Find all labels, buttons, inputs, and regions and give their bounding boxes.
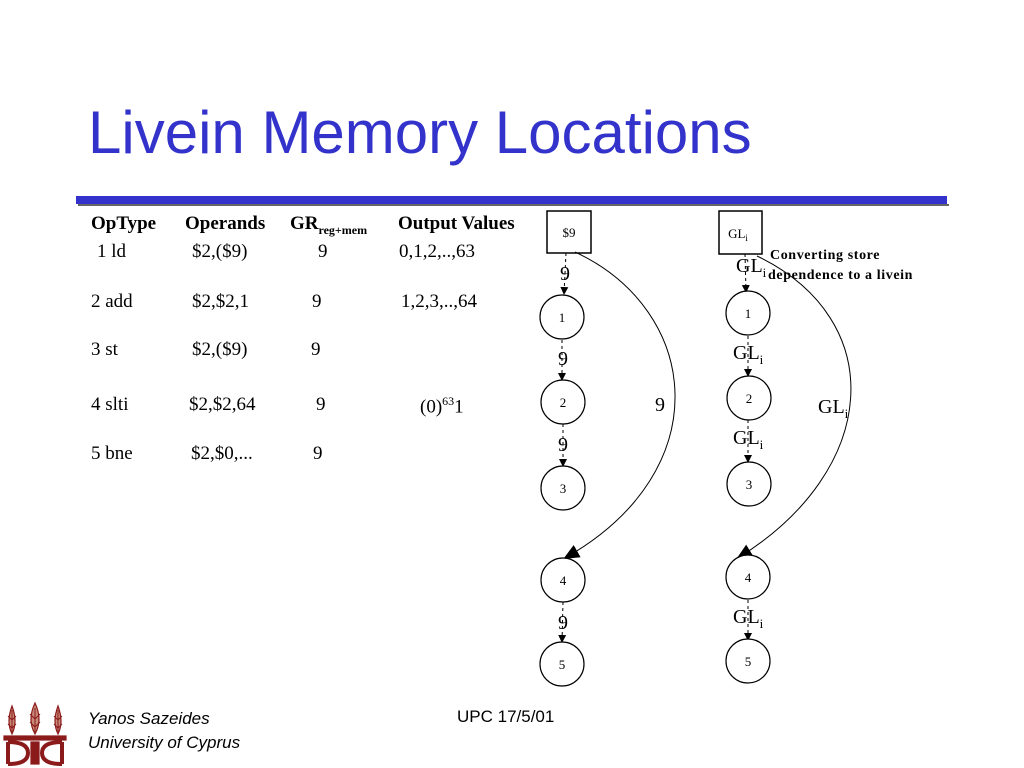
- row2-output: 1,2,3,..,64: [401, 291, 477, 312]
- right-node-5-label: 5: [745, 654, 752, 669]
- right-node-1: [725, 290, 771, 336]
- row1-gr: 9: [318, 241, 328, 262]
- right-edge-label-3: GLi: [733, 427, 764, 452]
- row5-optype: 5 bne: [91, 443, 133, 464]
- row2-gr: 9: [312, 291, 322, 312]
- row2-operands: $2,$2,1: [192, 291, 249, 312]
- left-node-2-label: 2: [560, 395, 567, 410]
- left-edge-label-1: 9: [560, 263, 570, 285]
- right-source-box: [718, 210, 763, 255]
- left-edge-label-3: 9: [558, 434, 568, 456]
- right-node-3: [726, 461, 772, 507]
- right-edge-label-2-text: GL: [733, 342, 760, 364]
- right-node-2-label: 2: [746, 391, 753, 406]
- left-node-2: [540, 379, 586, 425]
- left-edge-source-4: [563, 251, 676, 559]
- left-node-4: [540, 557, 586, 603]
- right-source-subscript: i: [745, 233, 748, 243]
- left-node-3-label: 3: [560, 481, 567, 496]
- left-edge-4-5: [558, 601, 567, 643]
- footer-author-block: Yanos Sazeides University of Cyprus: [88, 707, 240, 755]
- row4-output: (0)631: [420, 394, 464, 418]
- left-node-1-label: 1: [559, 310, 566, 325]
- header-operands: Operands: [185, 213, 266, 234]
- right-edge-label-1: GLi: [736, 255, 767, 280]
- row1-optype: 1 ld: [97, 241, 127, 262]
- row4-output-tail: 1: [454, 396, 464, 418]
- left-edge-label-2: 9: [558, 348, 568, 370]
- right-back-edge-label: GLi: [818, 396, 849, 421]
- row4-output-base: (0): [420, 396, 443, 418]
- left-node-3: [540, 465, 586, 511]
- footer-date: UPC 17/5/01: [457, 707, 555, 726]
- header-optype: OpType: [91, 213, 157, 234]
- row4-operands: $2,$2,64: [189, 394, 256, 415]
- row4-output-exponent: 63: [442, 394, 455, 408]
- header-gr: GRreg+mem: [290, 213, 367, 238]
- slide-title: Livein Memory Locations: [88, 99, 752, 166]
- right-back-edge-label-text: GL: [818, 396, 845, 418]
- right-edge-label-4: GLi: [733, 606, 764, 631]
- right-edge-source-1: [741, 253, 750, 293]
- row2-optype: 2 add: [91, 291, 133, 312]
- row1-output: 0,1,2,..,63: [399, 241, 475, 262]
- right-source-label: GLi: [728, 226, 748, 243]
- right-source-text: GL: [728, 226, 745, 241]
- right-edge-label-1-text: GL: [736, 255, 763, 277]
- right-edge-label-4-text: GL: [733, 606, 760, 628]
- right-edge-source-4: [736, 255, 852, 560]
- row3-gr: 9: [311, 339, 321, 360]
- right-edge-label-4-sub: i: [760, 616, 764, 631]
- left-edge-label-4: 9: [558, 612, 568, 634]
- footer-author: Yanos Sazeides: [88, 709, 210, 728]
- annotation-line-1: Converting store: [770, 248, 880, 263]
- right-node-3-label: 3: [746, 477, 753, 492]
- left-graph: $9 9 9 9 9 9 1 2 3 4 5: [539, 210, 676, 687]
- left-source-box: [546, 210, 592, 254]
- title-divider-shadow: [78, 204, 949, 206]
- right-edge-label-2-sub: i: [760, 352, 764, 367]
- right-node-5: [725, 638, 771, 684]
- header-gr-subscript: reg+mem: [318, 222, 368, 237]
- university-logo: [2, 700, 68, 766]
- left-node-4-label: 4: [560, 573, 567, 588]
- row5-operands: $2,$0,...: [191, 443, 253, 464]
- title-divider: [76, 196, 947, 204]
- right-graph: GLi GLi GLi GLi GLi GLi Converting store…: [718, 210, 913, 684]
- right-edge-label-3-text: GL: [733, 427, 760, 449]
- row1-operands: $2,($9): [192, 241, 248, 262]
- left-source-label: $9: [563, 225, 576, 240]
- right-edge-label-2: GLi: [733, 342, 764, 367]
- row5-gr: 9: [313, 443, 323, 464]
- footer-affiliation: University of Cyprus: [88, 733, 241, 752]
- header-output-values: Output Values: [398, 213, 515, 234]
- annotation-line-2: dependence to a livein: [768, 268, 913, 283]
- right-back-edge-label-sub: i: [845, 406, 849, 421]
- row4-optype: 4 slti: [91, 394, 129, 415]
- left-edge-source-1: [560, 252, 569, 295]
- left-node-5: [539, 641, 585, 687]
- row3-operands: $2,($9): [192, 339, 248, 360]
- left-node-5-label: 5: [559, 657, 566, 672]
- row4-gr: 9: [316, 394, 326, 415]
- right-node-4: [725, 554, 771, 600]
- right-node-1-label: 1: [745, 306, 752, 321]
- right-node-2: [726, 375, 772, 421]
- right-node-4-label: 4: [745, 570, 752, 585]
- left-back-edge-label: 9: [655, 394, 665, 416]
- right-edge-label-3-sub: i: [760, 437, 764, 452]
- right-edge-label-1-sub: i: [763, 265, 767, 280]
- row3-optype: 3 st: [91, 339, 118, 360]
- header-gr-text: GR: [290, 213, 319, 234]
- left-node-1: [539, 294, 585, 340]
